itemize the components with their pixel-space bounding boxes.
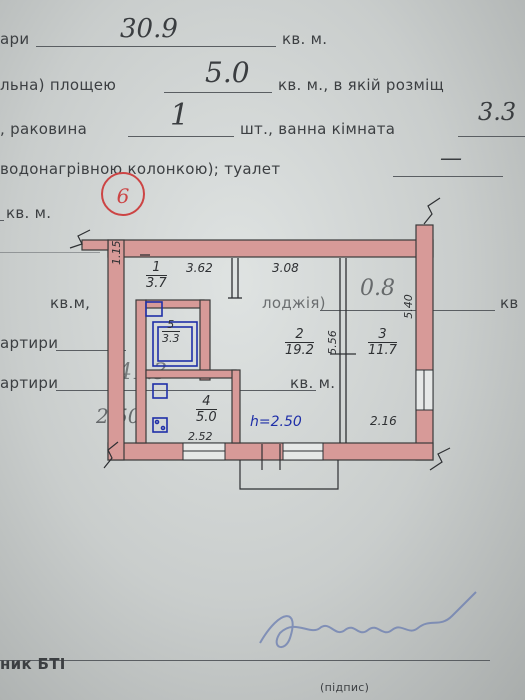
room-number: 4 [196, 394, 217, 410]
break-mark-bottom-right [429, 447, 451, 471]
room-area: 3.7 [146, 276, 167, 291]
signature [259, 591, 477, 648]
bathtub-inner [157, 326, 193, 362]
room-number: 3 [368, 327, 397, 343]
form-rule [0, 252, 100, 253]
break-marks [69, 197, 451, 471]
form-text: водонагрівною колонкою); туалет [0, 160, 281, 178]
dim-bottom-kitchen: 2.52 [188, 430, 213, 443]
form-rule [128, 136, 234, 137]
form-text: лоджія) [262, 294, 326, 312]
form-rule [164, 92, 272, 93]
handwritten-value: 5.0 [205, 56, 250, 89]
form-rule [56, 350, 126, 351]
room-label-2: 2 19.2 [285, 327, 314, 358]
form-rule [0, 220, 4, 221]
dim-room2-wall: 5.56 [325, 330, 339, 355]
form-rule [393, 176, 503, 177]
form-rule [56, 390, 316, 391]
room-number: 1 [146, 260, 167, 276]
red-number-stamp: 6 [101, 172, 145, 216]
footer-small-label: (підпис) [320, 681, 370, 694]
wall-bath-left [135, 299, 147, 444]
dim-top-2: 3.08 [272, 261, 299, 275]
handwritten-value: 30.9 [120, 14, 178, 44]
footer-label: ник БТІ [0, 655, 66, 673]
form-text: кв. м. [6, 204, 52, 222]
form-rule [320, 310, 495, 311]
break-mark-bottom-left [103, 441, 119, 469]
bathtub-icon [152, 321, 198, 367]
room-area: 3.3 [162, 332, 180, 345]
room-number: 2 [285, 327, 314, 343]
form-text: артири [0, 374, 59, 392]
handwritten-value: 1 [170, 98, 190, 133]
form-text: льна) площею [0, 76, 117, 94]
handwritten-value: — [440, 146, 462, 171]
wall-kitchen-top [145, 369, 237, 379]
room-area: 5.0 [196, 410, 217, 425]
sink-icon [152, 383, 168, 399]
wall-bottom [107, 442, 434, 461]
wall-right [415, 224, 434, 461]
room-number: 5 [162, 318, 180, 332]
stove-burner [154, 419, 160, 425]
wall-kitchen-right [231, 369, 241, 444]
balcony [239, 444, 339, 490]
room-label-5: 5 3.3 [162, 318, 180, 345]
form-text: кв. м. [282, 30, 328, 48]
stove-burner [160, 425, 166, 431]
handwritten-value: 0.8 [360, 276, 395, 301]
form-text: ари [0, 30, 30, 48]
wall-bath-right [199, 299, 211, 381]
stove-icon [152, 417, 168, 433]
form-text: кв.м, [50, 294, 91, 312]
signature-stroke [259, 591, 477, 648]
room-area: 19.2 [285, 343, 314, 358]
break-mark-top-left [69, 229, 91, 249]
room-label-3: 3 11.7 [368, 327, 397, 358]
wall-entrance [81, 239, 109, 251]
partition [140, 254, 356, 443]
form-text: кв. м. [290, 374, 336, 392]
wall-left [107, 239, 125, 461]
form-rule [36, 46, 276, 47]
balcony-outline [239, 460, 339, 490]
room-label-4: 4 5.0 [196, 394, 217, 425]
form-text: кв. м., в якій розміщ [278, 76, 445, 94]
dim-right-bottom: 2.16 [370, 414, 397, 428]
room-label-1: 1 3.7 [146, 260, 167, 291]
fixtures [145, 301, 198, 433]
form-text: шт., ванна кімната [240, 120, 396, 138]
ceiling-height-label: h=2.50 [250, 414, 302, 430]
dim-room3-wall: 5.40 [401, 294, 415, 319]
form-text: , раковина [0, 120, 88, 138]
break-mark-top-right [423, 197, 441, 225]
dim-left-wall: 1.15 [110, 240, 123, 266]
form-rule [0, 660, 490, 661]
handwritten-value: 3.3 [478, 98, 517, 126]
form-text: кв [500, 294, 519, 312]
wc-icon [145, 301, 163, 317]
form-text: артири [0, 334, 59, 352]
wall-top [107, 239, 434, 258]
dim-top-1: 3.62 [186, 261, 213, 275]
room-area: 11.7 [368, 343, 397, 358]
windows [182, 369, 434, 461]
form-rule [458, 136, 525, 137]
